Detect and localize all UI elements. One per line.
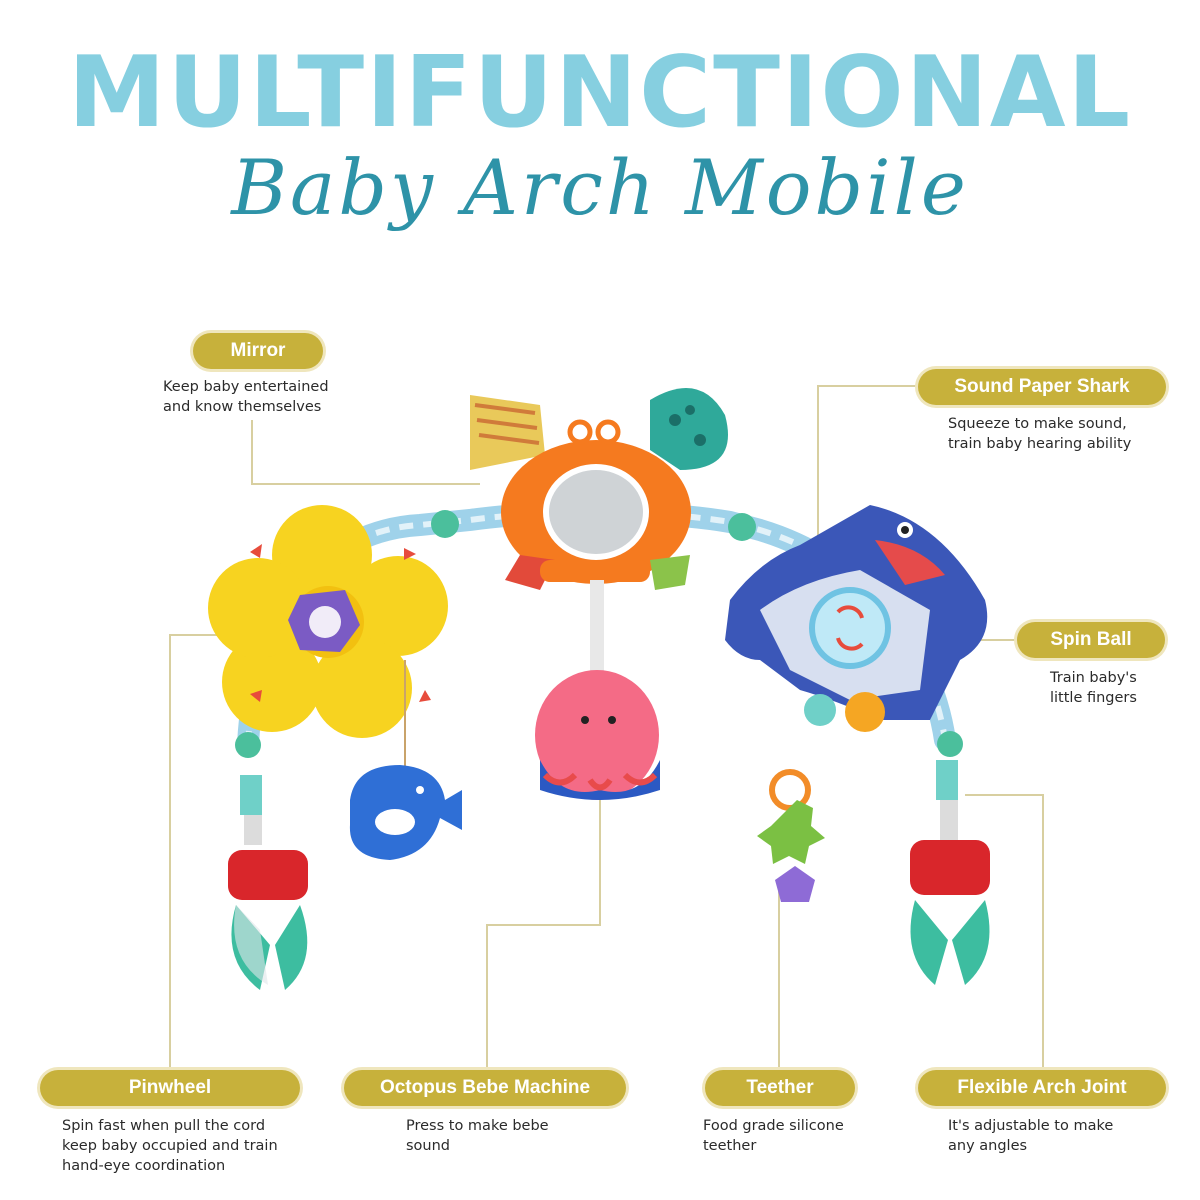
shark-plush	[725, 505, 988, 732]
headline-title: MULTIFUNCTIONAL	[67, 36, 1133, 150]
arch-joint-label: Flexible Arch Joint	[918, 1070, 1166, 1106]
octopus-leader-line	[486, 780, 601, 1070]
spin-ball	[809, 587, 891, 669]
teether-label: Teether	[705, 1070, 855, 1106]
arch-joint-left	[431, 510, 459, 538]
stroller-clip-left	[228, 775, 308, 990]
spin-ball-description: Train baby's little fingers	[1050, 670, 1137, 706]
mirror-label: Mirror	[193, 333, 323, 369]
octopus-rattle	[535, 580, 660, 800]
pinwheel-label: Pinwheel	[40, 1070, 300, 1106]
pinwheel-leader-line	[169, 634, 220, 1070]
spin-ball-label: Spin Ball	[1017, 622, 1165, 658]
octopus-description: Press to make bebe sound	[406, 1118, 549, 1154]
arch-joint-leader-line	[965, 794, 1044, 1070]
shark-label: Sound Paper Shark	[918, 369, 1166, 405]
whale-teether	[349, 765, 462, 860]
pinwheel-flower	[208, 505, 448, 770]
star-teether	[757, 769, 825, 902]
octopus-label: Octopus Bebe Machine	[344, 1070, 626, 1106]
pinwheel-description: Spin fast when pull the cord keep baby o…	[62, 1118, 278, 1174]
arch-joint-right	[728, 513, 756, 541]
shark-leader-line	[817, 385, 920, 545]
mirror-leader-line	[251, 420, 480, 485]
mirror-description: Keep baby entertained and know themselve…	[163, 379, 329, 415]
headline-subtitle: Baby Arch Mobile	[231, 143, 969, 232]
stroller-clip-right	[910, 760, 990, 985]
crab-mirror	[470, 388, 728, 590]
teether-description: Food grade silicone teether	[703, 1118, 844, 1154]
shark-description: Squeeze to make sound, train baby hearin…	[948, 416, 1132, 452]
arch-joint-description: It's adjustable to make any angles	[948, 1118, 1114, 1154]
